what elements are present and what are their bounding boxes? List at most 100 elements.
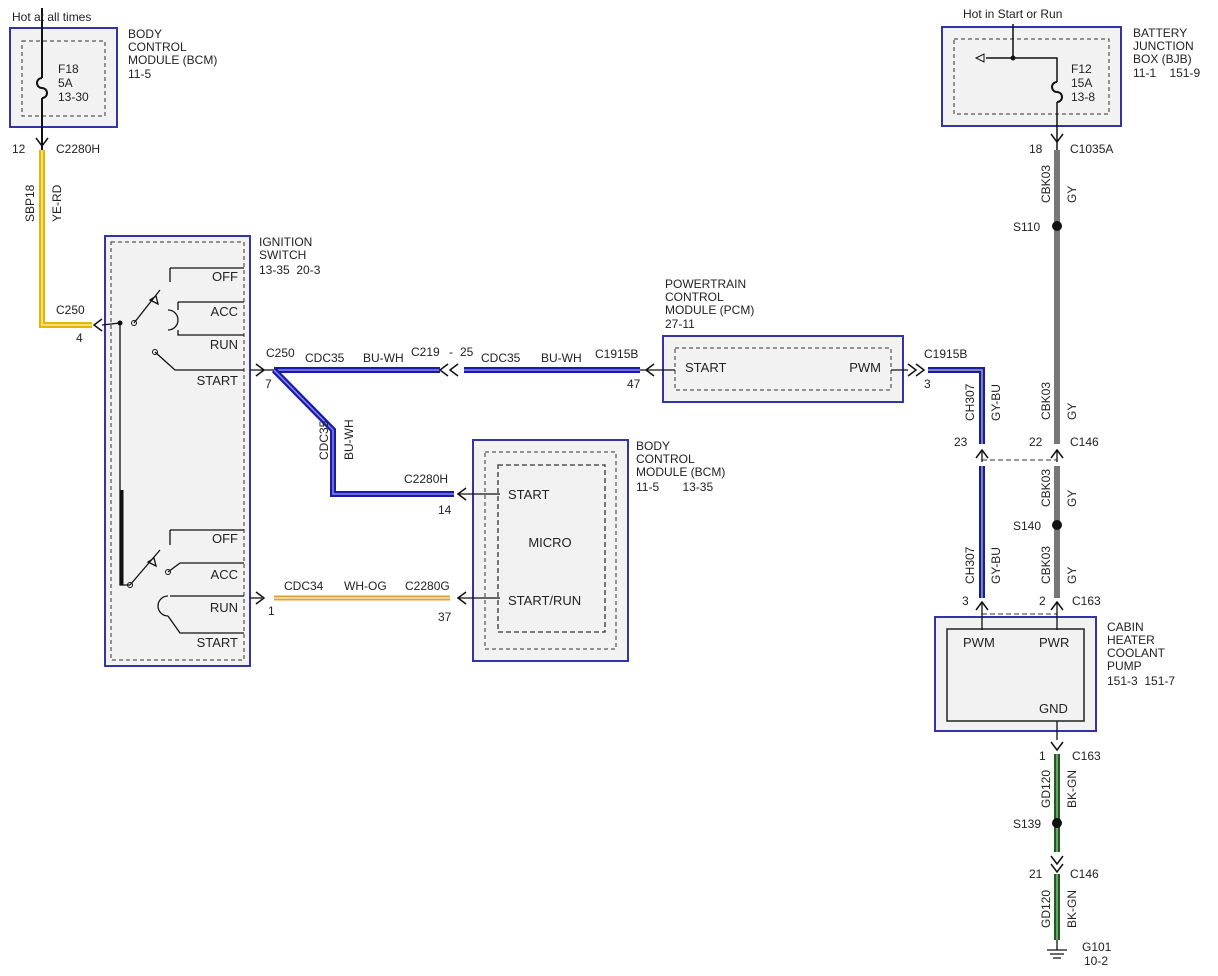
wire-gy-a: GY — [1065, 186, 1079, 203]
wire-cdc35-a: CDC35 — [305, 351, 345, 365]
conn-c2280h-top: C2280H — [56, 142, 100, 156]
ground-ref: 10-2 — [1084, 954, 1108, 968]
ignition-switch-module — [104, 235, 251, 667]
pin-23: 23 — [954, 435, 968, 449]
wire-gd120-a: GD120 — [1039, 770, 1053, 808]
ign-top-run: RUN — [210, 337, 238, 352]
wire-cdc35-v: CDC35 — [317, 420, 331, 460]
splice-s140-icon — [1052, 520, 1062, 530]
fuse-f12-id: F12 — [1071, 62, 1092, 76]
ignition-name-2: SWITCH — [259, 248, 306, 262]
wire-cbk03-d: CBK03 — [1039, 546, 1053, 584]
hot-at-all-times-label: Hot at all times — [12, 10, 91, 24]
wire-gd120 — [1047, 721, 1067, 959]
wire-bkgn-a: BK-GN — [1065, 770, 1079, 808]
fuse-f18-icon — [36, 77, 48, 99]
wire-buwh-b: BU-WH — [541, 351, 582, 365]
bjb-name-1: BATTERY — [1133, 26, 1187, 40]
wire-buwh-v: BU-WH — [342, 419, 356, 460]
pin-3-pcm: 3 — [924, 377, 931, 391]
switch-contact-icon-2 — [129, 549, 161, 586]
pin-1-gnd: 1 — [1039, 749, 1046, 763]
wire-gybu-a: GY-BU — [989, 384, 1003, 421]
ground-icon — [1047, 940, 1067, 959]
splice-s110-icon — [1052, 221, 1062, 231]
wire-cbk03-a: CBK03 — [1039, 165, 1053, 203]
wire-yerd-label: YE-RD — [50, 184, 64, 222]
pump-pin-gnd: GND — [1039, 701, 1068, 716]
ignition-ref: 13-35 20-3 — [259, 263, 321, 277]
pump-name-2: HEATER — [1107, 633, 1155, 647]
ign-bot-acc: ACC — [211, 567, 238, 582]
hot-in-start-or-run-label: Hot in Start or Run — [963, 7, 1062, 21]
pin-21: 21 — [1029, 867, 1043, 881]
wire-gy-d: GY — [1065, 567, 1079, 584]
wire-ch307-b: CH307 — [963, 546, 977, 584]
wire-cdc35-b: CDC35 — [481, 351, 521, 365]
pin-1: 1 — [268, 604, 275, 618]
bcm-mid-name-2: CONTROL — [636, 452, 695, 466]
ign-top-start: START — [197, 373, 238, 388]
pin-18: 18 — [1029, 142, 1043, 156]
pin-3-pump: 3 — [962, 594, 969, 608]
pump-pin-pwr: PWR — [1039, 635, 1069, 650]
splice-s139: S139 — [1013, 817, 1041, 831]
conn-c163-a: C163 — [1072, 594, 1101, 608]
bjb-name-2: JUNCTION — [1133, 39, 1194, 53]
wire-gd120-b: GD120 — [1039, 890, 1053, 928]
bcm-top-ref: 11-5 — [128, 67, 151, 81]
pump-module — [934, 459, 1097, 732]
ignition-name-1: IGNITION — [259, 235, 312, 249]
ign-bot-start: START — [197, 635, 238, 650]
pin-4: 4 — [76, 331, 83, 345]
conn-c250-mid: C250 — [266, 346, 295, 360]
pin-2: 2 — [1039, 594, 1046, 608]
conn-c219-dash: - — [449, 345, 453, 359]
bjb-ref: 11-1 151-9 — [1133, 66, 1200, 80]
splice-s139-icon — [1052, 818, 1062, 828]
wire-cdc34 — [250, 591, 500, 605]
pin-12: 12 — [12, 142, 26, 156]
wire-whog: WH-OG — [344, 579, 387, 593]
ign-bot-run: RUN — [210, 600, 238, 615]
pump-ref: 151-3 151-7 — [1107, 674, 1175, 688]
bcm-mid-micro: MICRO — [528, 535, 571, 550]
wire-ch307-a: CH307 — [963, 383, 977, 421]
pcm-pin-start: START — [685, 360, 726, 375]
conn-c146-b: C146 — [1070, 867, 1099, 881]
wire-cbk03 — [1050, 150, 1064, 630]
bcm-mid-name-3: MODULE (BCM) — [636, 465, 725, 479]
conn-c1035a: C1035A — [1070, 142, 1113, 156]
pump-name-4: PUMP — [1107, 659, 1142, 673]
bcm-mid-pin-start: START — [508, 487, 549, 502]
bcm-mid-ref: 11-5 13-35 — [636, 480, 713, 494]
fuse-f12-ref: 13-8 — [1071, 90, 1095, 104]
wire-cdc35 — [250, 363, 675, 501]
fuse-f18-ref: 13-30 — [58, 90, 89, 104]
ground-name: G101 — [1082, 940, 1112, 954]
wire-gybu-b: GY-BU — [989, 547, 1003, 584]
pin-7: 7 — [265, 377, 272, 391]
pcm-name-1: POWERTRAIN — [665, 277, 746, 291]
wire-cdc34: CDC34 — [284, 579, 324, 593]
wire-bkgn-b: BK-GN — [1065, 890, 1079, 928]
bcm-top-module — [9, 8, 118, 150]
pump-name-1: CABIN — [1107, 620, 1144, 634]
ign-top-acc: ACC — [211, 304, 238, 319]
wire-sbp18 — [39, 150, 121, 332]
pin-14: 14 — [438, 503, 452, 517]
wire-cbk03-b: CBK03 — [1039, 382, 1053, 420]
conn-c219: C219 — [411, 345, 440, 359]
splice-s140: S140 — [1013, 519, 1041, 533]
ign-top-off: OFF — [212, 269, 238, 284]
bcm-top-name-1: BODY — [128, 27, 162, 41]
pump-pin-pwm: PWM — [963, 635, 995, 650]
pump-name-3: COOLANT — [1107, 646, 1166, 660]
pcm-name-3: MODULE (PCM) — [665, 303, 754, 317]
wire-cbk03-c: CBK03 — [1039, 469, 1053, 507]
switch-contact-icon — [133, 289, 161, 324]
pin-47: 47 — [627, 377, 641, 391]
splice-s110: S110 — [1013, 220, 1040, 234]
